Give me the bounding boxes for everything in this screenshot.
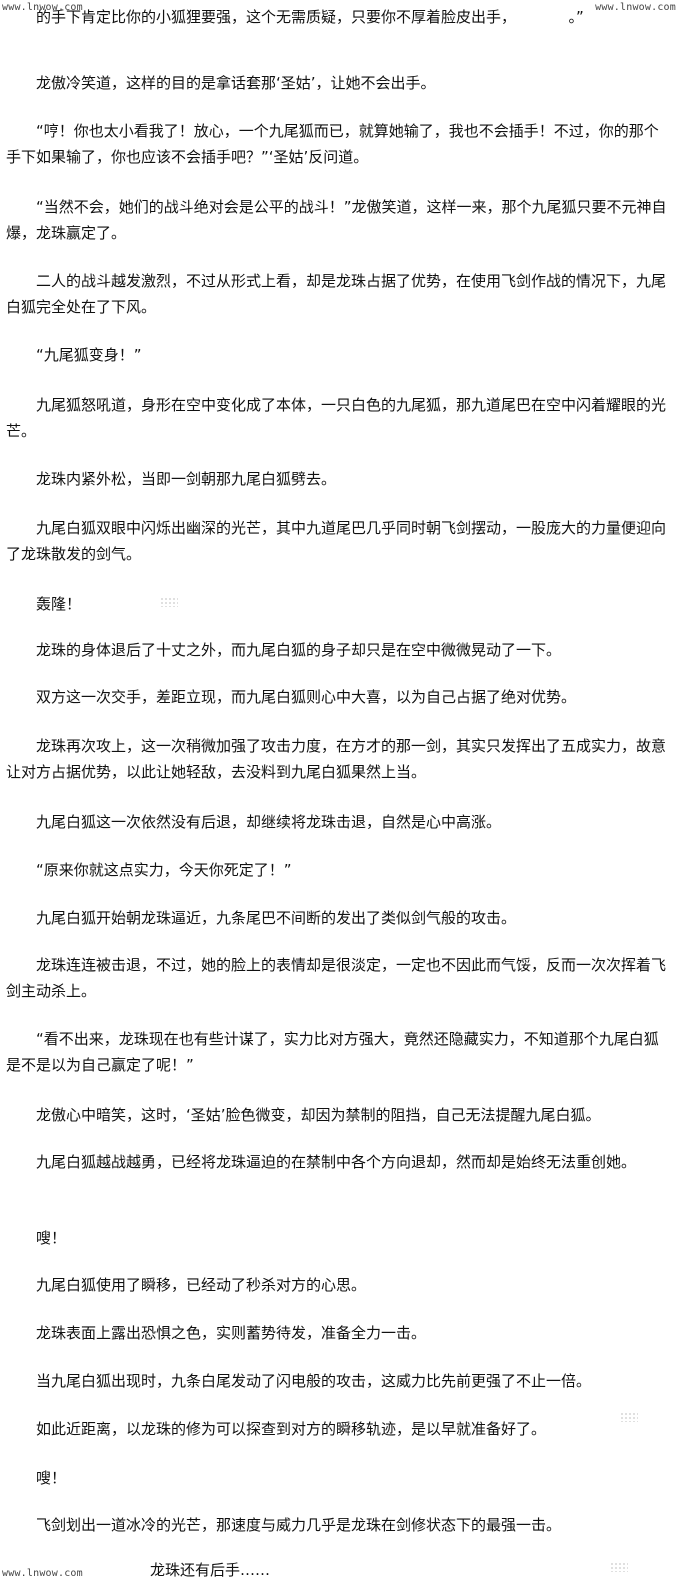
paragraph-13: 龙珠再次攻上，这一次稍微加强了攻击力度，在方才的那一剑，其实只发挥出了五成实力，…	[6, 737, 667, 781]
paragraph-15: “原来你就这点实力，今天你死定了！”	[6, 861, 292, 879]
paragraph-20: 九尾白狐越战越勇，已经将龙珠逼迫的在禁制中各个方向退却，然而却是始终无法重创她。	[6, 1153, 637, 1171]
paragraph-17: 龙珠连连被击退，不过，她的脸上的表情却是很淡定，一定也不因此而气馁，反而一次次挥…	[6, 956, 667, 1000]
paragraph-10: 轰隆！	[6, 595, 82, 613]
paragraph-27: 飞剑划出一道冰冷的光芒，那速度与威力几乎是龙珠在剑修状态下的最强一击。	[6, 1516, 562, 1534]
paragraph-1: 的手下肯定比你的小狐狸要强，这个无需质疑，只要你不厚着脸皮出手， 。”	[6, 8, 584, 26]
paragraph-16: 九尾白狐开始朝龙珠逼近，九条尾巴不间断的发出了类似剑气般的攻击。	[6, 909, 517, 927]
paragraph-26: 嗖！	[6, 1469, 67, 1487]
paragraph-28: 龙珠还有后手……	[90, 1561, 271, 1579]
watermark-top-left: www.lnwow.com	[2, 2, 83, 13]
watermark-top-right: www.lnwow.com	[595, 2, 676, 13]
paragraph-25: 如此近距离，以龙珠的修为可以探查到对方的瞬移轨迹，是以早就准备好了。	[6, 1420, 547, 1438]
paragraph-18: “看不出来，龙珠现在也有些计谋了，实力比对方强大，竟然还隐藏实力，不知道那个九尾…	[6, 1030, 659, 1074]
scan-speck	[160, 597, 178, 607]
paragraph-4: “当然不会，她们的战斗绝对会是公平的战斗！”龙傲笑道，这样一来，那个九尾狐只要不…	[6, 198, 667, 242]
paragraph-24: 当九尾白狐出现时，九条白尾发动了闪电般的攻击，这威力比先前更强了不止一倍。	[6, 1372, 592, 1390]
paragraph-11: 龙珠的身体退后了十丈之外，而九尾白狐的身子却只是在空中微微晃动了一下。	[6, 641, 562, 659]
paragraph-2: 龙傲冷笑道，这样的目的是拿话套那‘圣姑’，让她不会出手。	[6, 74, 436, 92]
paragraph-3: “哼！你也太小看我了！放心，一个九尾狐而已，就算她输了，我也不会插手！不过，你的…	[6, 122, 659, 166]
paragraph-23: 龙珠表面上露出恐惧之色，实则蓄势待发，准备全力一击。	[6, 1324, 427, 1342]
scan-speck	[620, 1412, 638, 1422]
paragraph-21: 嗖！	[6, 1229, 67, 1247]
watermark-bottom-left: www.lnwow.com	[2, 1568, 83, 1579]
paragraph-6: “九尾狐变身！”	[6, 346, 142, 364]
paragraph-8: 龙珠内紧外松，当即一剑朝那九尾白狐劈去。	[6, 470, 337, 488]
paragraph-5: 二人的战斗越发激烈，不过从形式上看，却是龙珠占据了优势，在使用飞剑作战的情况下，…	[6, 272, 667, 316]
paragraph-22: 九尾白狐使用了瞬移，已经动了秒杀对方的心思。	[6, 1276, 367, 1294]
paragraph-14: 九尾白狐这一次依然没有后退，却继续将龙珠击退，自然是心中高涨。	[6, 813, 502, 831]
scan-speck	[610, 1562, 628, 1572]
paragraph-9: 九尾白狐双眼中闪烁出幽深的光芒，其中九道尾巴几乎同时朝飞剑摆动，一股庞大的力量便…	[6, 519, 667, 563]
paragraph-12: 双方这一次交手，差距立现，而九尾白狐则心中大喜，以为自己占据了绝对优势。	[6, 688, 577, 706]
paragraph-7: 九尾狐怒吼道，身形在空中变化成了本体，一只白色的九尾狐，那九道尾巴在空中闪着耀眼…	[6, 396, 667, 440]
paragraph-19: 龙傲心中暗笑，这时，‘圣姑’脸色微变，却因为禁制的阻挡，自己无法提醒九尾白狐。	[6, 1106, 601, 1124]
